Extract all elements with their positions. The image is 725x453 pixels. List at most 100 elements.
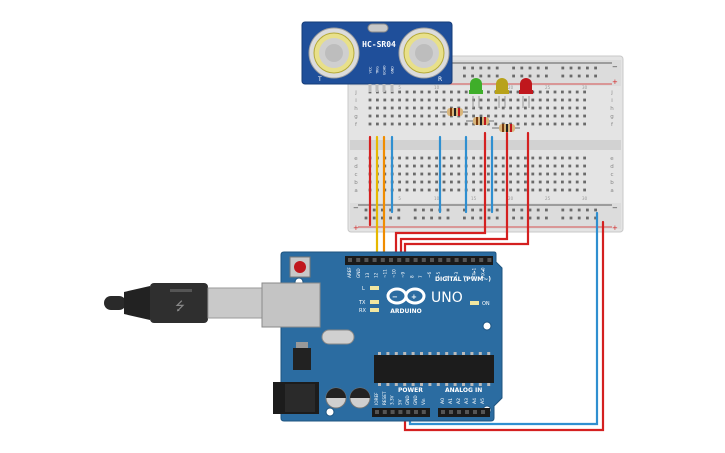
usb-icon: ⭍ xyxy=(175,299,185,313)
row-letter: h xyxy=(354,106,358,112)
power-pin-label: GND xyxy=(405,395,410,405)
digital-pin-label: ~11 xyxy=(383,269,388,278)
column-number: 20 xyxy=(508,85,514,90)
analog-pin-label: A4 xyxy=(472,398,478,404)
rail-minus-bottom: − xyxy=(353,204,359,212)
logo-plus: + xyxy=(411,293,417,301)
power-header-label: POWER xyxy=(398,387,423,394)
led-tx-label: TX xyxy=(358,300,366,306)
row-letter: i xyxy=(611,98,613,104)
wire-led1-signal xyxy=(394,131,487,258)
sensor-t-mark: T xyxy=(317,76,322,83)
row-letter: e xyxy=(610,156,614,162)
led-on-label: ON xyxy=(482,301,490,307)
capacitor-2 xyxy=(349,387,371,409)
digital-pin-label: ~6 xyxy=(427,271,432,278)
usb-port xyxy=(261,282,321,328)
voltage-regulator xyxy=(293,348,311,370)
analog-pin-label: A0 xyxy=(440,398,446,404)
led-tx-icon xyxy=(370,300,379,304)
row-letter: e xyxy=(354,156,358,162)
row-letter: g xyxy=(610,114,614,120)
arduino-logo-icon xyxy=(386,287,426,305)
reset-button[interactable] xyxy=(289,256,311,278)
column-number: 5 xyxy=(398,196,401,201)
digital-pin-label: ~3 xyxy=(454,271,459,278)
sensor-pin-label: ECHO xyxy=(383,65,387,75)
power-pin-label: Vin xyxy=(421,398,426,405)
row-letter: a xyxy=(610,188,613,194)
power-pin-label: RESET xyxy=(382,391,387,405)
power-pin-label: 3.3V xyxy=(390,395,395,405)
power-pin-label: GND xyxy=(413,395,418,405)
digital-pin-label: ~10 xyxy=(392,269,397,278)
column-number: 5 xyxy=(398,85,401,90)
led-l-icon xyxy=(370,286,379,290)
resistor-2 xyxy=(466,117,494,125)
digital-pin-label: 13 xyxy=(365,272,370,278)
row-letter: i xyxy=(355,98,357,104)
power-pin-label: 5V xyxy=(397,399,402,405)
analog-pin-label: A3 xyxy=(464,398,470,404)
column-number: 20 xyxy=(508,196,514,201)
column-number: 10 xyxy=(434,196,440,201)
wire-led3-signal xyxy=(403,131,530,258)
sensor-pin-label: TRIG xyxy=(376,66,380,75)
column-number: 30 xyxy=(582,85,588,90)
led-green xyxy=(469,78,483,108)
sensor-pin xyxy=(375,84,379,92)
wire-led2-signal xyxy=(399,131,509,258)
digital-pin-label: 2 xyxy=(463,275,468,278)
digital-pin-label: 4 xyxy=(445,275,450,278)
led-yellow xyxy=(495,78,509,108)
row-letter: j xyxy=(354,90,357,96)
rail-minus-bottom-right: − xyxy=(612,204,618,212)
resistors xyxy=(440,108,520,132)
led-rx-icon xyxy=(370,308,379,312)
crystal-oscillator xyxy=(321,329,355,345)
row-letter: c xyxy=(354,172,357,178)
led-red xyxy=(519,78,533,108)
sensor-pin-label: GND xyxy=(391,66,395,74)
column-number: 15 xyxy=(471,196,477,201)
rail-plus-top-right: + xyxy=(612,78,618,86)
row-letter: d xyxy=(354,164,358,170)
digital-pin-label: GND xyxy=(356,268,361,278)
led-l-label: L xyxy=(362,286,365,292)
resistor-3 xyxy=(492,124,520,132)
column-number: 30 xyxy=(582,196,588,201)
rail-plus-bottom-right: + xyxy=(612,224,618,232)
digital-pin-label: TX▸1 xyxy=(472,267,477,279)
atmega-chip xyxy=(374,355,494,383)
digital-pin-label: 12 xyxy=(374,272,379,278)
header-holes xyxy=(348,258,492,414)
row-letter: b xyxy=(610,180,614,186)
column-number: 10 xyxy=(434,85,440,90)
sensor-pin-label: VCC xyxy=(369,66,373,73)
digital-pin-label: ~5 xyxy=(436,271,441,278)
sensor-pin xyxy=(368,84,372,92)
digital-pin-label: RX◂0 xyxy=(481,267,486,278)
receiver-icon xyxy=(398,27,450,79)
analog-pin-header xyxy=(438,408,490,417)
logo-minus: − xyxy=(392,293,398,301)
analog-pin-label: A5 xyxy=(480,398,486,404)
row-letter: b xyxy=(354,180,358,186)
leds xyxy=(469,78,533,108)
power-pin-label: IOREF xyxy=(374,392,379,405)
rail-minus-top-right: − xyxy=(612,63,618,71)
digital-header xyxy=(345,256,493,265)
row-letter: j xyxy=(610,90,613,96)
analog-pin-label: A2 xyxy=(456,398,462,404)
digital-pin-label: 8 xyxy=(409,275,414,278)
brand-label: ARDUINO xyxy=(390,308,421,315)
digital-pin-label: ~9 xyxy=(400,271,405,278)
row-letter: h xyxy=(610,106,614,112)
row-letter: g xyxy=(354,114,358,120)
row-letter: c xyxy=(610,172,613,178)
